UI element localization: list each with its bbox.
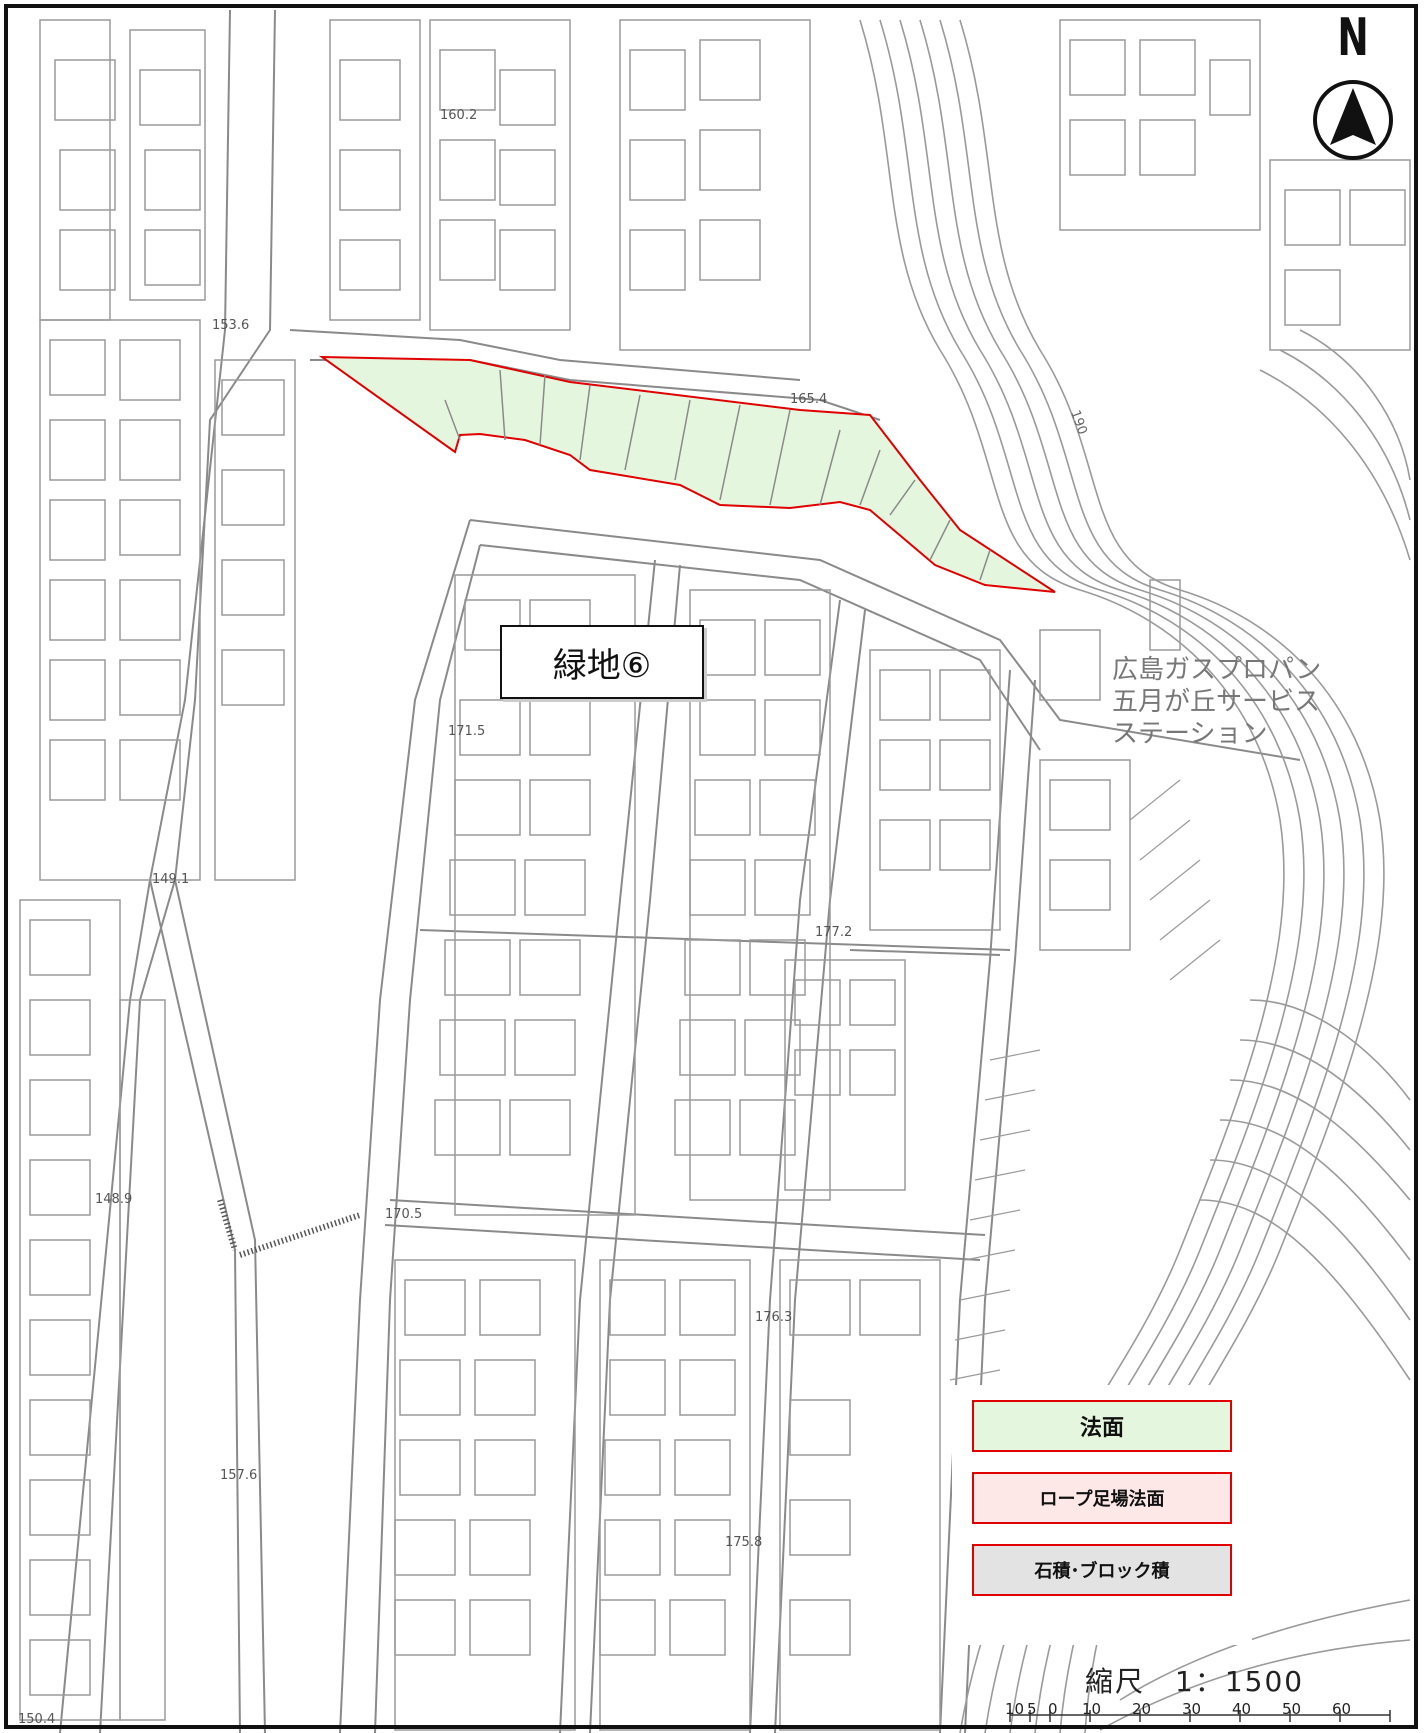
legend-item-stone-block: 石積･ブロック積 [972,1544,1232,1596]
gas-station-line: ステーション [1112,719,1268,749]
scale-tick: 0 [1048,1700,1058,1718]
elevation-label: 177.2 [815,925,853,940]
elevation-label: 148.9 [95,1192,133,1207]
elevation-label: 150.4 [18,1712,56,1727]
scale-title: 縮尺 1：1500 [1085,1665,1305,1698]
map-frame [4,4,1418,1729]
legend-item-rope-slope: ロープ足場法面 [972,1472,1232,1524]
legend: 法面 ロープ足場法面 石積･ブロック積 [952,1385,1252,1645]
elevation-label: 157.6 [220,1468,258,1483]
scale-tick: 30 [1182,1700,1202,1718]
stairs [217,1199,361,1258]
building-lots [19,19,1411,1731]
elevation-label: 160.2 [440,108,478,123]
scale-tick: 20 [1132,1700,1152,1718]
north-letter: N [1337,8,1369,68]
scale-tick: 50 [1282,1700,1302,1718]
scale-tick: 60 [1332,1700,1352,1718]
elevation-label: 149.1 [152,872,190,887]
area-label: 緑地⑥ [500,625,704,699]
slope-hatching [949,779,1221,1381]
slope-area-polygon [318,355,1056,593]
elevation-label: 176.3 [755,1310,793,1325]
gas-station-label: 広島ガスプロパン 五月が丘サービス ステーション [1112,654,1321,750]
scale-tick: 10 [1082,1700,1102,1718]
north-indicator: N [1298,12,1408,64]
scale-tick: 5 [1027,1700,1037,1718]
elevation-label: 175.8 [725,1535,763,1550]
scale-tick: 40 [1232,1700,1252,1718]
elevation-label: 153.6 [212,318,250,333]
scale-tick: 10 [1005,1700,1025,1718]
elevation-label: 170.5 [385,1207,423,1222]
north-arrow-icon [1313,80,1393,160]
elevation-label: 165.4 [790,392,828,407]
elevation-label: 171.5 [448,724,486,739]
gas-station-line: 広島ガスプロパン [1112,655,1322,685]
contour-lines [859,19,1411,1733]
scale-bar-graphic [1009,1710,1391,1722]
gas-station-line: 五月が丘サービス [1112,687,1321,717]
legend-item-slope: 法面 [972,1400,1232,1452]
